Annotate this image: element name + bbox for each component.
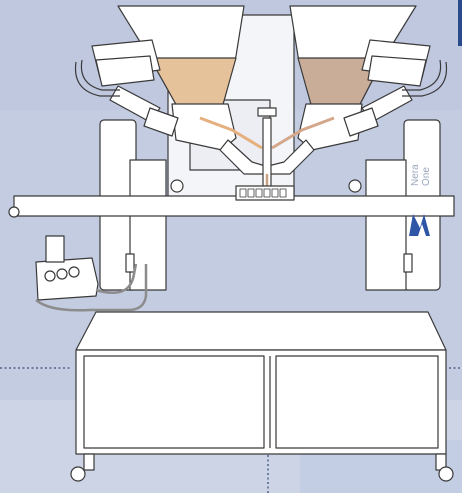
control-knob-2 (56, 268, 68, 280)
depositor-head (219, 139, 315, 175)
left-wheel (70, 466, 86, 482)
left-leg (83, 453, 95, 471)
nera-n-logo-icon (409, 214, 430, 236)
right-piston-mount (343, 107, 379, 137)
right-motor-body (367, 55, 427, 87)
accent-bar (458, 0, 462, 46)
rod-handle (257, 107, 277, 117)
brand-name: Nera (410, 164, 421, 186)
right-hose (402, 61, 448, 97)
right-product-channel (271, 116, 335, 150)
right-clamp (403, 253, 413, 273)
control-knob-3 (68, 266, 80, 278)
left-motor-body (95, 55, 155, 87)
right-inner-frame (365, 159, 407, 291)
brand-logo: Nera One (409, 164, 432, 236)
cabinet-top (75, 311, 447, 351)
left-frame-bolt (170, 179, 184, 193)
control-cable-loop (35, 264, 148, 312)
control-box-mount (45, 235, 65, 263)
left-clamp (125, 253, 135, 273)
left-hose (74, 61, 120, 97)
left-product-channel (199, 116, 263, 150)
right-frame-bolt (348, 179, 362, 193)
left-hose-inner (80, 59, 120, 91)
brand-model: One (421, 167, 432, 186)
conveyor-roller (8, 206, 20, 218)
right-hose-inner (402, 59, 442, 91)
right-wheel (438, 466, 454, 482)
control-knob-1 (44, 270, 56, 282)
left-piston-mount (143, 107, 179, 137)
tray-cells (239, 188, 287, 198)
cabinet-door-left (83, 355, 265, 449)
control-cable (95, 263, 138, 294)
cabinet-body (75, 349, 447, 455)
cabinet-door-right (275, 355, 439, 449)
conveyor-belt (13, 195, 455, 217)
